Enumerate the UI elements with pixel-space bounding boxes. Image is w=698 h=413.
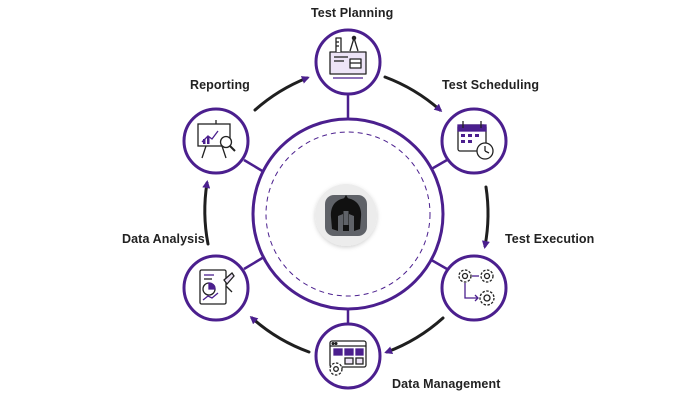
arrow-planning-to-scheduling [383,75,443,112]
calendar-clock-icon [457,121,494,160]
cycle-arrows [202,75,490,354]
report-pie-chart-icon [199,269,235,305]
stage-node-data-management[interactable] [314,322,382,390]
presentation-board-magnifier-icon [197,120,236,159]
stage-node-test-execution[interactable] [440,254,508,322]
gears-flow-icon [458,269,495,306]
central-ring-dashed [265,131,431,297]
stage-label-test-execution: Test Execution [505,232,595,246]
stage-label-data-management: Data Management [392,377,501,391]
stage-label-test-scheduling: Test Scheduling [442,78,540,92]
center-logo [315,184,377,246]
spartan-helmet-icon [330,195,362,231]
arrow-scheduling-to-execution [481,185,490,249]
stage-node-data-analysis[interactable] [182,254,250,322]
stage-label-data-analysis: Data Analysis [122,232,205,246]
arrow-management-to-analysis [249,316,311,354]
stage-node-test-scheduling[interactable] [440,107,508,175]
stage-label-reporting: Reporting [190,78,250,92]
stage-label-test-planning: Test Planning [311,6,394,20]
blueprint-drawing-tools-icon [329,35,367,79]
stage-node-test-planning[interactable] [314,28,382,96]
stage-node-reporting[interactable] [182,107,250,175]
arrow-execution-to-management [384,316,445,354]
arrow-reporting-to-planning [253,76,310,112]
browser-folders-gear-icon [329,340,367,376]
arrow-analysis-to-reporting [202,180,211,246]
